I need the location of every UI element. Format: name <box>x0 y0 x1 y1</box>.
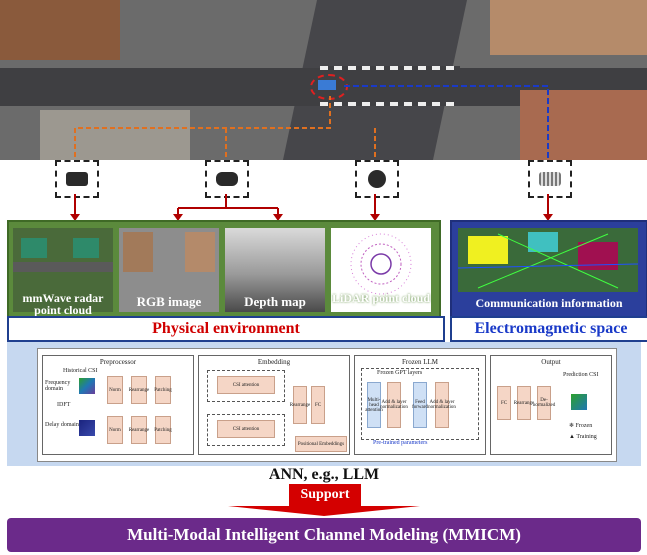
building <box>40 110 190 160</box>
gpt-layers-label: Frozen GPT layers <box>377 370 423 376</box>
patching-block: Patching <box>154 376 172 404</box>
em-caption: Communication information <box>475 296 623 310</box>
building <box>520 90 647 160</box>
stage-title: Embedding <box>257 358 291 366</box>
physical-environment-title: Physical environment <box>152 320 300 337</box>
idft-label: IDFT <box>57 402 71 408</box>
historical-csi-label: Historical CSI <box>63 368 98 374</box>
electromagnetic-panel: Communication information <box>450 220 647 320</box>
frozen-llm-stage: Frozen LLM Frozen GPT layers Multi-head … <box>354 355 486 455</box>
feed-forward-block: Feed forward <box>412 382 428 428</box>
stage-title: Frozen LLM <box>402 358 438 366</box>
delay-domain-label: Delay domain <box>45 422 79 428</box>
antenna-array-icon <box>528 160 572 198</box>
electromagnetic-space-label-box: Electromagnetic space <box>450 316 647 342</box>
crosswalk <box>320 102 460 106</box>
em-scene-image <box>458 228 638 292</box>
patching-block: Patching <box>154 416 172 444</box>
camera-icon <box>205 160 249 198</box>
stage-title: Output <box>541 358 561 366</box>
thumb-label: RGB image <box>136 294 202 309</box>
csi-attention-block: CSI attention <box>217 376 275 394</box>
fc-block: FC <box>311 386 325 424</box>
physical-environment-label-box: Physical environment <box>7 316 445 342</box>
depth-map-thumb: Depth map <box>225 228 325 312</box>
city-scene-image <box>0 0 647 160</box>
de-normalized-block: De-normalized <box>533 386 555 420</box>
fire-icon: ▲ <box>569 434 575 440</box>
support-arrow: Support <box>289 484 361 506</box>
attention-group <box>207 414 285 446</box>
positional-embeddings-block: Positional Embeddings <box>295 436 347 452</box>
thumb-label: Depth map <box>244 294 306 309</box>
mmicm-banner: Multi-Modal Intelligent Channel Modeling… <box>7 518 641 552</box>
preprocessor-stage: Preprocessor Historical CSI Frequency do… <box>42 355 194 455</box>
snowflake-icon: ❄ <box>569 423 575 429</box>
frequency-domain-label: Frequency domain <box>45 380 71 392</box>
stage-title: Preprocessor <box>99 358 137 366</box>
sensing-links <box>74 85 549 160</box>
legend-training: ▲ Training <box>569 434 597 440</box>
rearrange-block: Rearrange <box>290 386 310 424</box>
add-norm-block: Add & layer normalization <box>380 382 408 428</box>
sensor-arrows <box>70 194 553 221</box>
ann-diagram: Preprocessor Historical CSI Frequency do… <box>37 348 617 462</box>
multi-head-attention-block: Multi-head attention <box>365 382 383 428</box>
rearrange-block: Rearrange <box>129 376 149 404</box>
lidar-point-cloud-thumb: LiDAR point cloud <box>331 228 431 312</box>
csi-heatmap <box>79 420 95 436</box>
prediction-csi-label: Prediction CSI <box>563 372 599 378</box>
pretrained-label: Pre-trained parameters <box>373 440 428 446</box>
crosswalk <box>320 66 460 70</box>
attention-group <box>207 370 285 402</box>
thumb-label: LiDAR point cloud <box>331 291 431 305</box>
ann-panel: Preprocessor Historical CSI Frequency do… <box>7 342 641 466</box>
legend-frozen-label: Frozen <box>575 423 593 429</box>
fc-block: FC <box>497 386 511 420</box>
embedding-stage: Embedding CSI attention CSI attention Re… <box>198 355 350 455</box>
physical-environment-panel: mmWave radar point cloud RGB image Depth… <box>7 220 441 320</box>
building <box>490 0 647 55</box>
csi-heatmap <box>79 378 95 394</box>
ann-label: ANN, e.g., LLM <box>268 466 380 483</box>
norm-block: Norm <box>107 416 123 444</box>
rearrange-block: Rearrange <box>129 416 149 444</box>
add-norm-block: Add & layer normalization <box>428 382 456 428</box>
output-stage: Output FC Rearrange De-normalized Predic… <box>490 355 612 455</box>
electromagnetic-space-title: Electromagnetic space <box>474 320 628 337</box>
building <box>0 0 120 60</box>
csi-attention-block: CSI attention <box>217 420 275 438</box>
support-arrow-head <box>228 506 420 516</box>
radar-icon <box>55 160 99 198</box>
vehicle <box>318 80 336 90</box>
legend-training-label: Training <box>576 434 597 440</box>
legend-frozen: ❄ Frozen <box>569 422 592 429</box>
csi-heatmap <box>571 394 587 410</box>
rearrange-block: Rearrange <box>514 386 534 420</box>
lidar-icon <box>355 160 399 198</box>
gpt-layers-group <box>361 368 479 440</box>
thumb-label: mmWave radar point cloud <box>22 291 104 317</box>
norm-block: Norm <box>107 376 123 404</box>
rgb-image-thumb: RGB image <box>119 228 219 312</box>
radar-point-cloud-thumb: mmWave radar point cloud <box>13 228 113 316</box>
